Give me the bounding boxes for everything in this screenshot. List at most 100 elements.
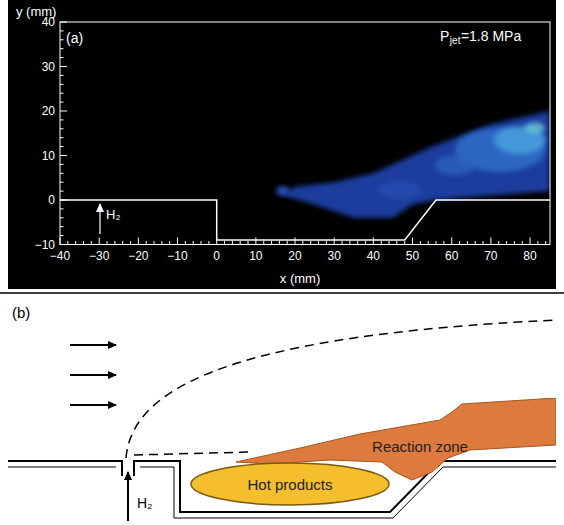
axis-tick [451, 238, 452, 245]
axis-tick [318, 241, 319, 245]
axis-tick [60, 75, 64, 76]
axis-tick [60, 191, 64, 192]
axis-tick [60, 226, 64, 227]
axis-tick [232, 241, 233, 245]
panel-label: (b) [12, 305, 30, 320]
axis-tick [365, 241, 366, 245]
axis-tick [490, 238, 491, 245]
axis-tick [60, 39, 64, 40]
tick-label: −20 [128, 250, 148, 262]
image-background [8, 0, 556, 289]
axis-tick [193, 241, 194, 245]
axis-tick [334, 238, 335, 245]
axis-tick [60, 238, 61, 245]
axis-tick [60, 244, 67, 245]
tick-label: 80 [523, 250, 536, 262]
tick-label: −40 [50, 250, 70, 262]
axis-tick [537, 241, 538, 245]
axis-tick [154, 241, 155, 245]
axis-tick [75, 241, 76, 245]
node-text: Hot products [247, 477, 332, 492]
axis-tick [240, 241, 241, 245]
axis-tick [302, 241, 303, 245]
axis-tick [60, 164, 64, 165]
axis-tick [522, 241, 523, 245]
axis-tick [60, 22, 67, 23]
axis-tick [60, 102, 64, 103]
axis-tick [60, 182, 64, 183]
tick-label: 60 [445, 250, 458, 262]
axis-tick [310, 241, 311, 245]
axis-tick [436, 241, 437, 245]
injection-arrow [99, 204, 100, 234]
wall-outline [60, 200, 550, 240]
axis-tick [99, 238, 100, 245]
axis-tick [483, 241, 484, 245]
panel-label: (a) [66, 31, 83, 45]
axis-tick [412, 238, 413, 245]
tick-label: 40 [42, 16, 55, 28]
axis-tick [60, 84, 64, 85]
axis-tick [295, 238, 296, 245]
tick-label: 30 [42, 61, 55, 73]
tick-label: 10 [249, 250, 262, 262]
axis-tick [60, 146, 64, 147]
axis-tick [60, 137, 64, 138]
axis-tick [130, 241, 131, 245]
axis-tick [530, 238, 531, 245]
plume-image [276, 111, 550, 218]
condition-subscript: jet [450, 36, 461, 46]
axis-tick [114, 241, 115, 245]
axis-tick [60, 66, 67, 67]
axis-tick [60, 48, 64, 49]
axis-tick [60, 119, 64, 120]
axis-tick [404, 241, 405, 245]
axis-tick [545, 241, 546, 245]
plot-frame [60, 22, 550, 245]
tick-label: 20 [288, 250, 301, 262]
axis-tick [60, 155, 67, 156]
tick-label: 70 [484, 250, 497, 262]
axis-tick [83, 241, 84, 245]
tick-label: 40 [367, 250, 380, 262]
axis-tick [271, 241, 272, 245]
axis-tick [342, 241, 343, 245]
axis-tick [161, 241, 162, 245]
axis-tick [279, 241, 280, 245]
axis-tick [428, 241, 429, 245]
axis-tick [185, 241, 186, 245]
axis-tick [122, 241, 123, 245]
axis-tick [60, 208, 64, 209]
axis-tick [373, 238, 374, 245]
axis-tick [389, 241, 390, 245]
shear-layer [134, 452, 250, 455]
cavity-wall [8, 461, 556, 512]
tick-label: 20 [42, 105, 55, 117]
axis-tick [60, 93, 64, 94]
tick-label: 10 [42, 150, 55, 162]
axis-tick [146, 241, 147, 245]
axis-tick [506, 241, 507, 245]
axis-tick [60, 128, 64, 129]
axis-tick [60, 235, 64, 236]
axis-tick [514, 241, 515, 245]
axis-tick [459, 241, 460, 245]
axis-tick [60, 111, 67, 112]
axis-tick [255, 238, 256, 245]
node-text: Reaction zone [372, 439, 468, 454]
tick-label: 30 [328, 250, 341, 262]
condition-label: =1.8 MPa [461, 29, 521, 43]
tick-label: 50 [406, 250, 419, 262]
panel-separator [0, 292, 564, 294]
axis-tick [420, 241, 421, 245]
axis-tick [60, 173, 64, 174]
axis-tick [467, 241, 468, 245]
axis-tick [67, 241, 68, 245]
injection-arrow [127, 472, 129, 521]
axis-tick [263, 241, 264, 245]
axis-tick [224, 241, 225, 245]
axis-tick [443, 241, 444, 245]
axis-tick [326, 241, 327, 245]
axis-tick [357, 241, 358, 245]
axis-tick [396, 241, 397, 245]
